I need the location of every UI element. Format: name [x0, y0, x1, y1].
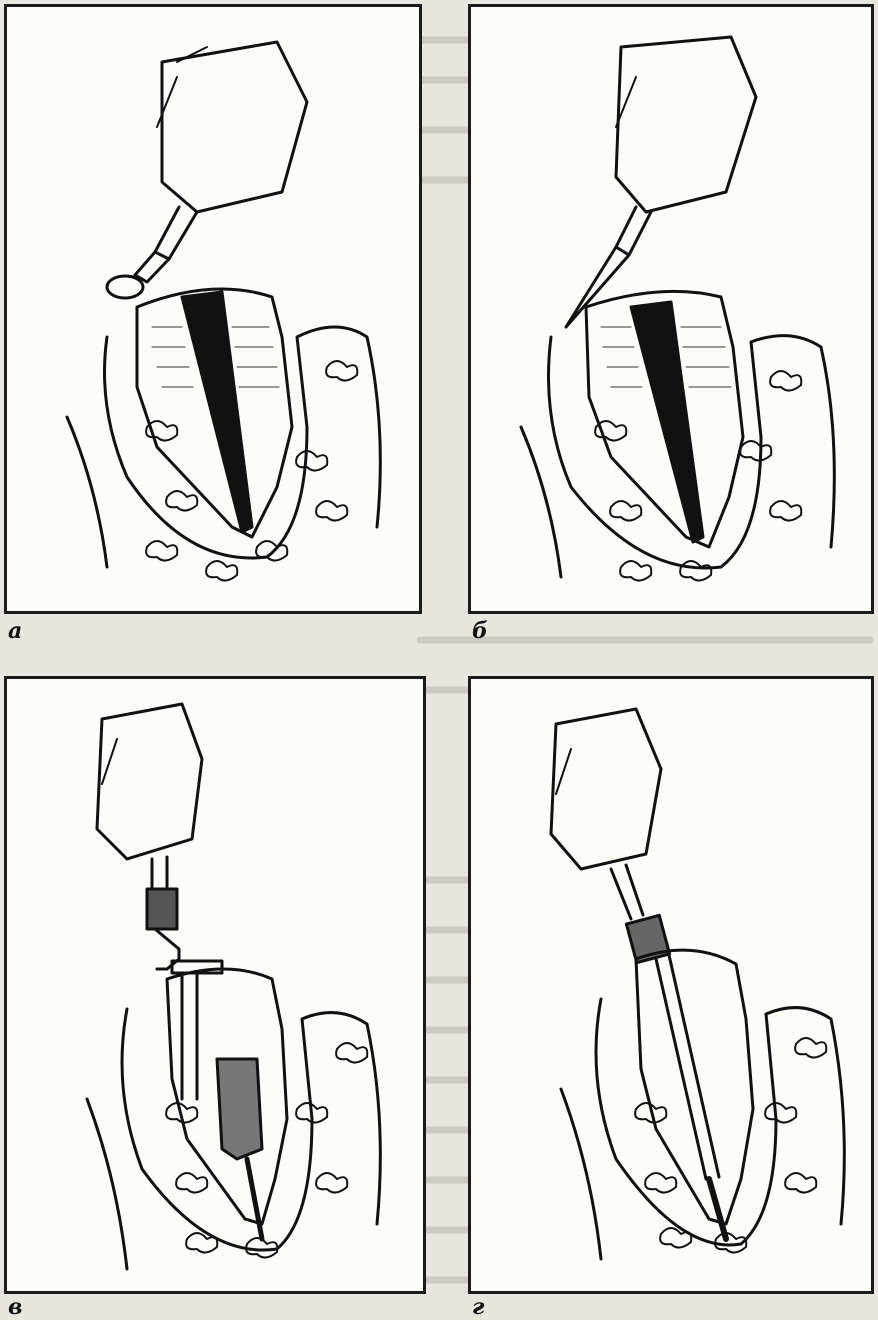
panel-g-illustration	[471, 679, 871, 1291]
handpiece-shank	[152, 857, 167, 889]
caption-v: в	[8, 1296, 22, 1318]
reamer-shaft	[182, 973, 197, 1099]
panel-g	[468, 676, 874, 1294]
tooth-outline	[636, 950, 753, 1224]
bone-trabeculae	[635, 1038, 826, 1253]
caption-a: а	[8, 620, 22, 642]
handpiece-shank	[611, 865, 643, 919]
caption-b: б	[472, 620, 488, 642]
caption-g: г	[472, 1296, 484, 1318]
bone-trabeculae	[595, 371, 801, 581]
panel-v-illustration	[7, 679, 423, 1291]
panel-b	[468, 4, 874, 614]
ball-burr-icon	[107, 276, 143, 298]
reamer-spiral-icon	[217, 1059, 262, 1159]
panel-a-illustration	[7, 7, 419, 611]
panel-v	[4, 676, 426, 1294]
handpiece-head	[616, 37, 756, 212]
handpiece-shank	[616, 207, 651, 255]
handpiece-head	[97, 704, 202, 859]
panel-a	[4, 4, 422, 614]
root-canal	[631, 302, 703, 542]
handpiece-head	[162, 42, 307, 212]
handpiece-shank	[155, 207, 197, 259]
panel-b-illustration	[471, 7, 871, 611]
fissure-burr-icon	[566, 247, 629, 327]
handpiece-head	[551, 709, 661, 869]
chuck-icon	[147, 889, 177, 929]
